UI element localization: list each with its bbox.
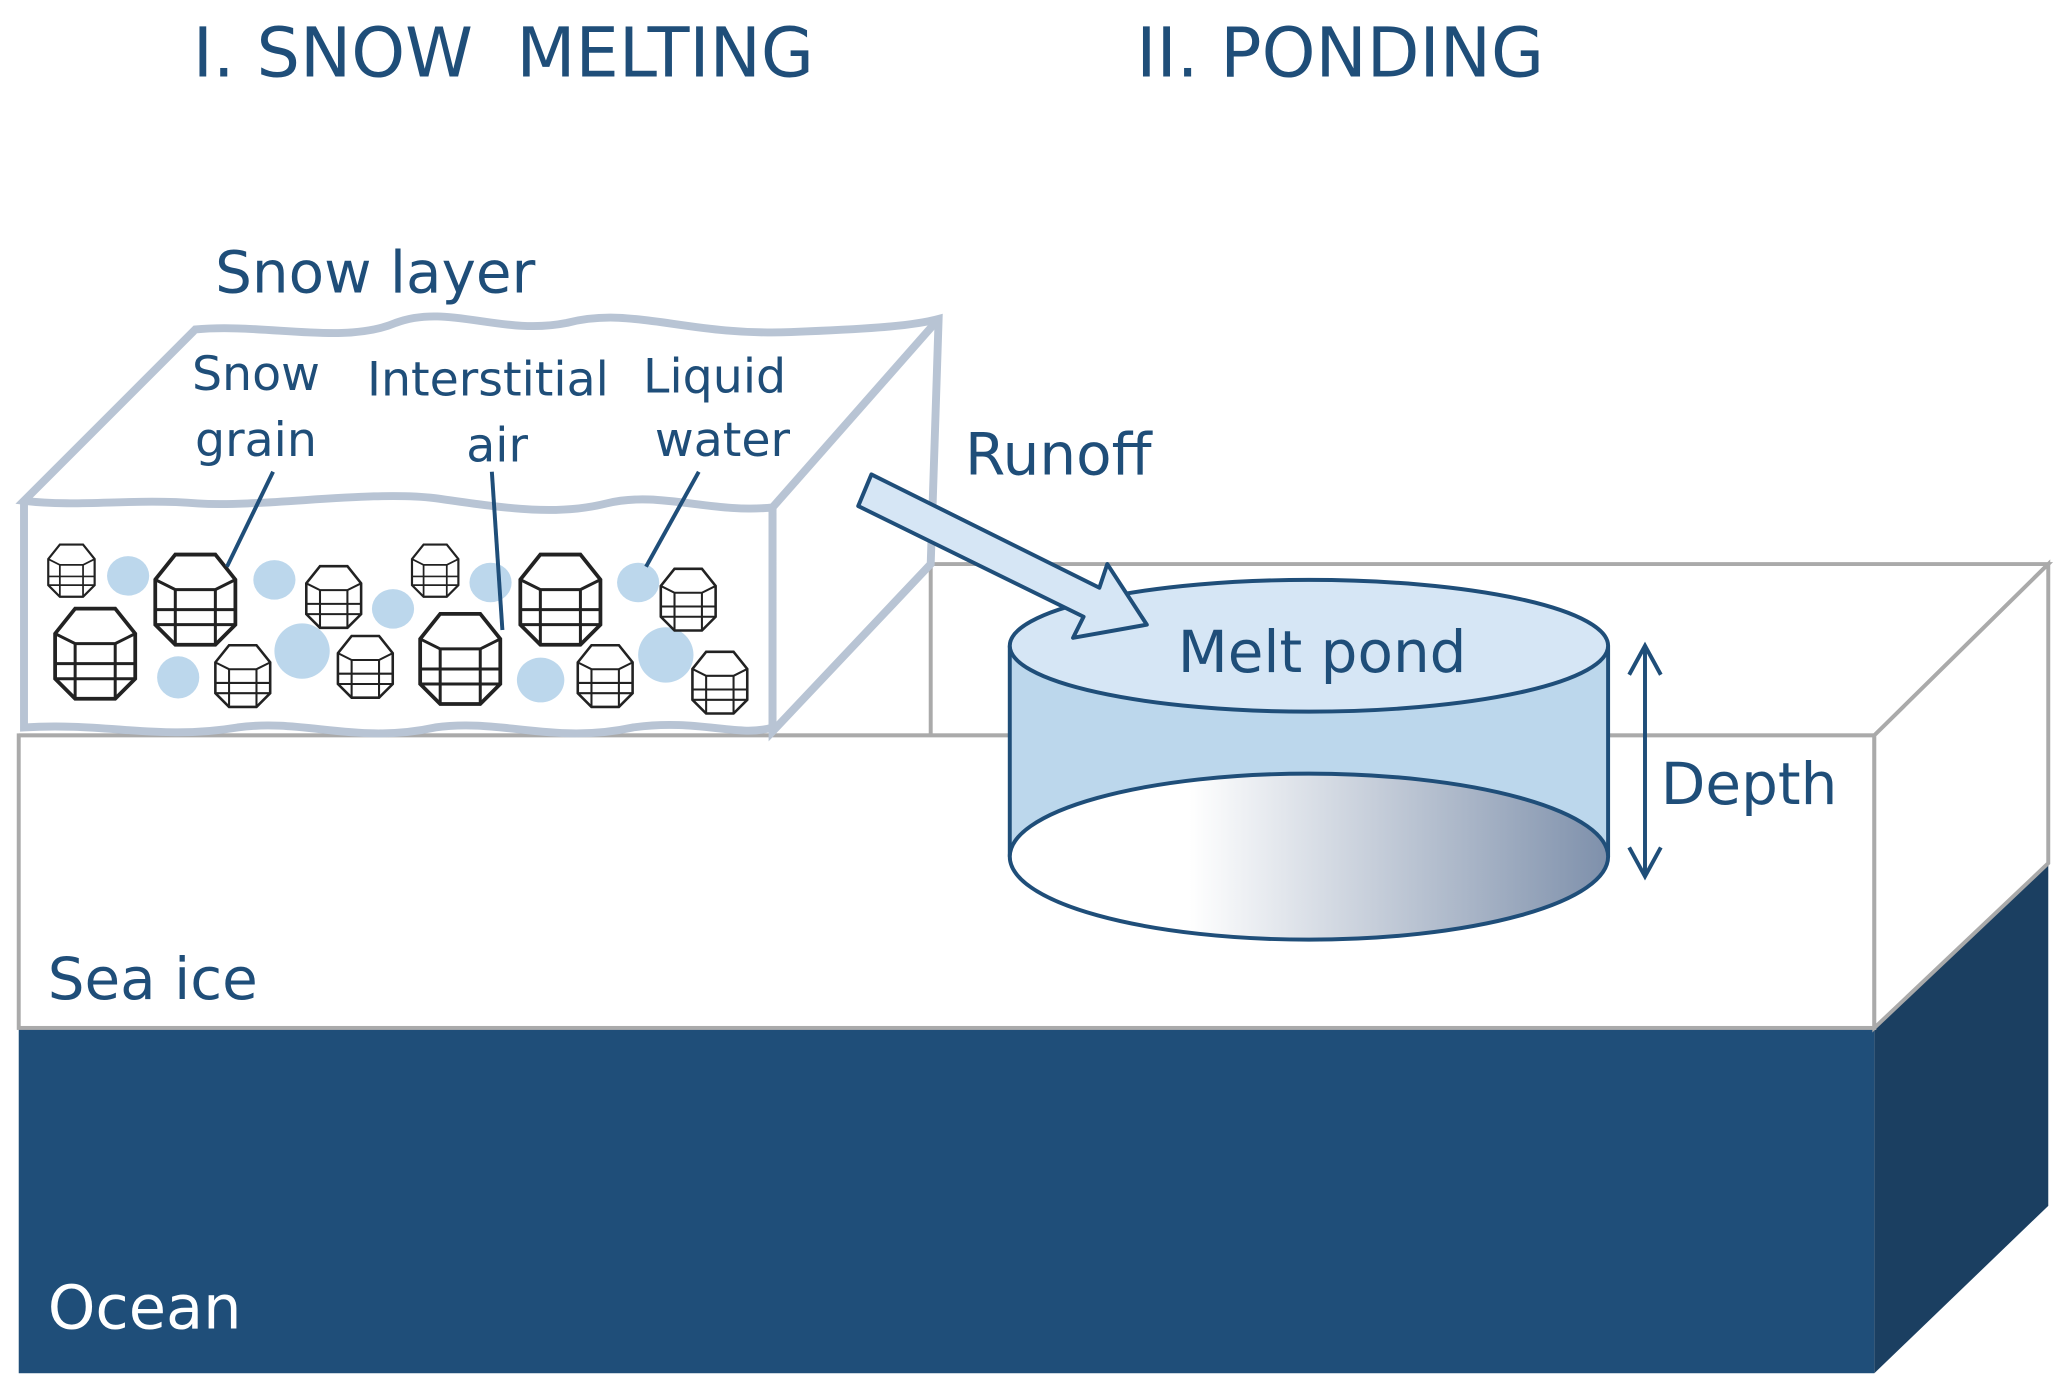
label-interstitial-1: Interstitial (367, 352, 609, 407)
interstitial-air-leader (489, 471, 505, 631)
snow-grain-leader (225, 470, 275, 568)
runoff-arrow (856, 472, 1149, 640)
label-liquid-1: Liquid (643, 350, 786, 405)
label-melt-pond: Melt pond (1178, 618, 1467, 686)
sea-ice-side (1872, 559, 2051, 1033)
label-runoff: Runoff (965, 420, 1154, 488)
ocean-side (1874, 863, 2049, 1374)
pond-top (1007, 577, 1611, 714)
label-ocean: Ocean (48, 1273, 242, 1343)
label-liquid-2: water (655, 413, 791, 468)
ocean-block (18, 1027, 1875, 1374)
title-ponding: II. PONDING (1136, 13, 1544, 93)
snow-layer-block (15, 312, 943, 742)
liquid-water-leader (644, 470, 701, 568)
label-depth: Depth (1661, 750, 1838, 818)
title-snow-melting: I. SNOW MELTING (193, 13, 814, 93)
liquid-water-droplets (107, 556, 694, 703)
melt-pond (1007, 577, 1611, 942)
label-sea-ice: Sea ice (48, 945, 258, 1013)
label-snow-grain-2: grain (195, 413, 317, 468)
label-interstitial-2: air (466, 418, 528, 473)
pond-bottom (1007, 771, 1611, 942)
label-snow-grain-1: Snow (192, 347, 320, 402)
label-snow-layer: Snow layer (215, 239, 535, 307)
depth-arrow (1627, 641, 1663, 881)
